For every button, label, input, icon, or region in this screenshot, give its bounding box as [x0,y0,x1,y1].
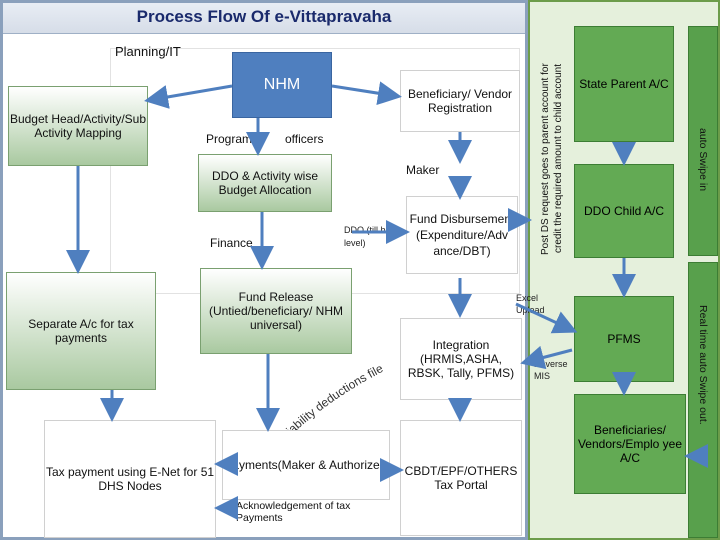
ddo-till-label: DDO (till block level) [344,225,402,248]
swipe-out-strip [688,262,718,538]
liability-text-svg: Liability deductions file [278,361,385,442]
maker-label: Maker [406,163,440,177]
tax-payment-box: Tax payment using E-Net for 51 DHS Nodes [44,420,216,538]
integration-box: Integration (HRMIS,ASHA, RBSK, Tally, PF… [400,318,522,400]
officers-label: officers [285,132,324,146]
fund-disbursement-box: Fund Disbursement (Expenditure/Adv ance/… [406,196,518,274]
reverse-mis-label: Reverse MIS [534,359,568,381]
post-ds-box: Post DS request goes to parent account f… [528,56,576,262]
beneficiaries-box: Beneficiaries/ Vendors/Emplo yee A/C [574,394,686,494]
finance-label: Finance [210,236,253,250]
excel-upload-label: Excel Upload [516,293,545,315]
ddo-child-box: DDO Child A/C [574,164,674,258]
planning-label: Planning/IT [115,44,181,59]
budget-head-box: Budget Head/Activity/Sub Activity Mappin… [8,86,148,166]
auto-swipe-in: auto Swipe in [688,100,718,220]
realtime-swipe-out: Real time auto Swipe out. [688,290,718,440]
swipe-in-strip [688,26,718,256]
pfms-box: PFMS [574,296,674,382]
separate-ac-box: Separate A/c for tax payments [6,272,156,390]
program-label: Program [206,132,253,146]
realtime-swipe-out-label: Real time auto Swipe out. [697,305,709,425]
acknowledgement-label: Acknowledgement of tax Payments [236,500,351,524]
left-frame [0,0,528,540]
auto-swipe-in-label: auto Swipe in [697,128,709,192]
payments-box: Payments(Maker & Authorizer) [222,430,390,500]
state-parent-box: State Parent A/C [574,26,674,142]
cbdt-box: CBDT/EPF/OTHERS Tax Portal [400,420,522,536]
fund-release-box: Fund Release (Untied/beneficiary/ NHM un… [200,268,352,354]
ddo-activity-box: DDO & Activity wise Budget Allocation [198,154,332,212]
post-ds-label: Post DS request goes to parent account f… [540,63,564,255]
beneficiary-vendor-box: Beneficiary/ Vendor Registration [400,70,520,132]
nhm-box: NHM [232,52,332,118]
page-title: Process Flow Of e-Vittapravaha [136,7,392,26]
